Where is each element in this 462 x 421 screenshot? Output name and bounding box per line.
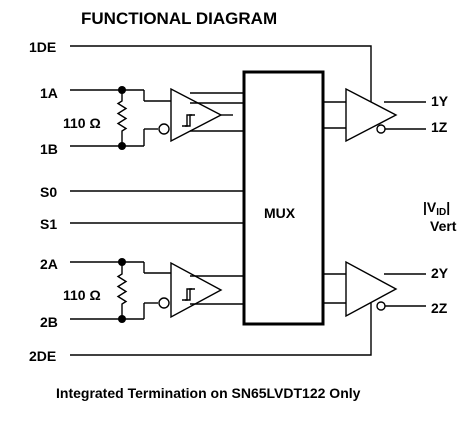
2de-enable-wire (70, 303, 372, 356)
receiver-1-inverting-bubble (158, 123, 170, 135)
driver-1 (70, 45, 426, 143)
mux-block (242, 70, 325, 326)
pin-label-2z: 2Z (431, 300, 448, 316)
termination-resistor-2 (116, 262, 128, 319)
vid-bar-right: | (446, 199, 450, 215)
pin-label-1b: 1B (40, 141, 58, 157)
mux-label: MUX (264, 205, 296, 221)
driver-2 (70, 260, 426, 356)
diagram-title: FUNCTIONAL DIAGRAM (81, 9, 277, 28)
pin-label-1y: 1Y (431, 93, 449, 109)
vid-label: |VID| (423, 199, 450, 218)
pin-label-2b: 2B (40, 314, 58, 330)
driver-2-inverting-bubble (376, 301, 386, 311)
channel-1-input-network (70, 86, 171, 150)
pin-label-1de: 1DE (29, 39, 56, 55)
receiver-1 (158, 87, 244, 143)
resistor-label-1: 110 Ω (63, 115, 101, 131)
vid-subscript: ID (436, 207, 446, 218)
pin-label-1a: 1A (40, 85, 58, 101)
pin-label-2y: 2Y (431, 265, 449, 281)
pin-label-s1: S1 (40, 216, 57, 232)
receiver-2 (158, 261, 244, 319)
pin-label-2de: 2DE (29, 348, 56, 364)
hysteresis-symbol-2b (185, 288, 195, 301)
hysteresis-symbol-1b (185, 114, 195, 127)
resistor-label-2: 110 Ω (63, 287, 101, 303)
driver-2-triangle (345, 260, 398, 318)
receiver-2-triangle (170, 261, 223, 319)
pin-label-1z: 1Z (431, 119, 448, 135)
vid-v: V (427, 199, 437, 215)
vid-bar-left: | (423, 199, 427, 215)
caption: Integrated Termination on SN65LVDT122 On… (56, 385, 361, 401)
1de-enable-wire (70, 45, 372, 102)
vert-label: Vert (430, 218, 457, 234)
driver-1-inverting-bubble (376, 124, 386, 134)
receiver-1-triangle (170, 87, 223, 143)
receiver-2-inverting-bubble (158, 297, 170, 309)
channel-2-input-network (70, 258, 171, 323)
pin-label-s0: S0 (40, 184, 57, 200)
termination-resistor-1 (116, 90, 128, 146)
pin-label-2a: 2A (40, 256, 58, 272)
